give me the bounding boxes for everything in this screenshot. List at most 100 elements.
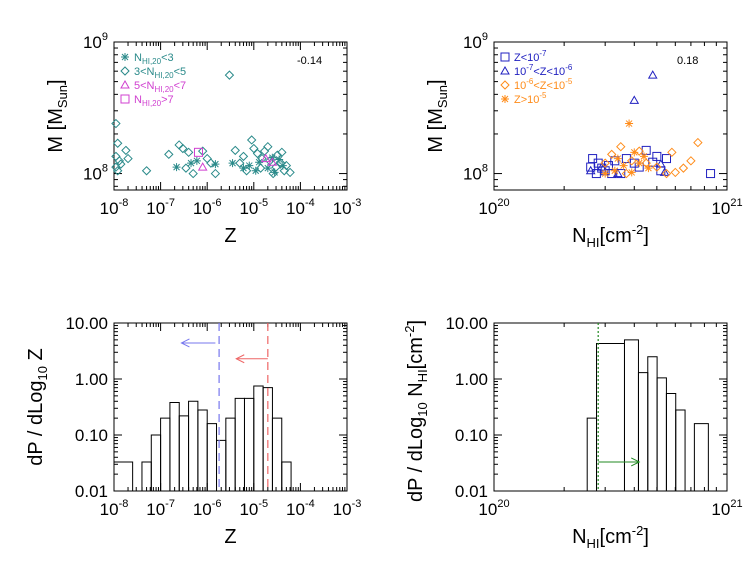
- arrow-head: [235, 354, 245, 364]
- data-point: [224, 70, 235, 80]
- data-point: [249, 143, 259, 154]
- x-tick-label: 10-4: [286, 498, 315, 519]
- data-point: [678, 163, 689, 173]
- reference-lines: [597, 323, 641, 491]
- x-tick-label: 10-6: [193, 498, 222, 519]
- y-axis-label-text: M [MSun]: [45, 79, 70, 152]
- data-point: [606, 149, 617, 160]
- plot-frame: [493, 322, 728, 492]
- legend-symbol: [120, 66, 130, 76]
- data-point: [686, 156, 696, 166]
- x-tick-label: 10-5: [239, 197, 268, 218]
- data-point: [245, 161, 254, 170]
- data-point: [246, 135, 257, 145]
- data-point: [619, 161, 628, 170]
- x-tick-label: 10-8: [100, 498, 129, 519]
- x-axis-label: NHI[cm-2]: [572, 222, 649, 250]
- data-point: [268, 168, 278, 179]
- data-point: [239, 164, 248, 173]
- legend-entry: 3<NHI,20<5: [134, 66, 186, 80]
- data-point: [187, 159, 196, 168]
- y-tick-label: 0.10: [75, 426, 108, 445]
- data-point: [652, 162, 662, 172]
- histogram-bin: [271, 417, 283, 491]
- plot-frame: [113, 41, 348, 191]
- x-axis-label: NHI[cm-2]: [572, 523, 649, 551]
- x-tick-label: 10-6: [193, 197, 222, 218]
- data-point: [241, 166, 252, 176]
- histogram-bin: [656, 377, 667, 491]
- histogram: [113, 385, 301, 492]
- legend-entry: 10-6<Z<10-5: [514, 77, 573, 92]
- x-axis-label-text: NHI[cm-2]: [572, 523, 649, 551]
- data-point: [188, 168, 198, 179]
- data-point: [112, 138, 123, 148]
- histogram: [586, 339, 723, 492]
- x-tick-label: 1020: [478, 498, 509, 519]
- histogram-bin: [586, 417, 598, 491]
- x-axis-label-text: NHI[cm-2]: [572, 222, 649, 250]
- x-tick-label: 10-7: [146, 197, 175, 218]
- histogram-bin: [596, 343, 625, 491]
- data-point: [600, 158, 610, 168]
- histogram-bin: [243, 397, 255, 491]
- data-point: [206, 158, 216, 168]
- data-point: [706, 169, 716, 179]
- data-point: [621, 168, 632, 179]
- y-axis-label: M [MSun]: [45, 79, 70, 152]
- data-point: [693, 137, 703, 148]
- data-point: [230, 145, 240, 156]
- legend-symbol: [120, 94, 130, 104]
- histogram-bin: [623, 339, 639, 491]
- y-tick-label: 1.00: [455, 370, 488, 389]
- arrow-head: [180, 338, 190, 348]
- histogram-bin: [178, 415, 190, 491]
- x-tick-label: 10-7: [146, 498, 175, 519]
- arrow-head: [630, 457, 641, 467]
- y-tick-label: 10.00: [65, 314, 108, 333]
- reference-lines: [180, 323, 269, 491]
- legend-symbol: [500, 52, 510, 62]
- data-point: [596, 162, 607, 171]
- legend-symbol: [500, 80, 510, 90]
- x-tick-label: 1021: [711, 498, 742, 519]
- data-point: [667, 147, 677, 158]
- histogram-bin: [197, 409, 208, 491]
- data-point: [612, 168, 623, 178]
- legend-symbol: [121, 53, 129, 61]
- legend-symbol: [500, 65, 510, 75]
- data-point: [639, 152, 648, 161]
- legend-entry: Z<10-7: [514, 49, 547, 64]
- data-point: [585, 165, 596, 175]
- data-point: [183, 147, 194, 158]
- data-point: [141, 166, 152, 176]
- data-point: [263, 164, 272, 173]
- x-tick-label: 10-8: [100, 197, 129, 218]
- data-point: [588, 154, 598, 164]
- histogram-bin: [647, 356, 658, 491]
- x-tick-label: 1020: [478, 197, 509, 218]
- y-axis-label-text: dP / dLog10 NHI[cm-2]: [402, 320, 430, 502]
- histogram-bin: [675, 409, 686, 491]
- x-tick-label: 1021: [711, 197, 742, 218]
- y-tick-label: 108: [83, 163, 108, 184]
- data-point: [112, 166, 123, 176]
- y-tick-label: 108: [463, 163, 488, 184]
- plot-frame: [113, 322, 348, 492]
- histogram-bin: [141, 461, 152, 491]
- histogram-bin: [253, 385, 264, 491]
- legend-entry: 10-7<Z<10-6: [514, 63, 573, 78]
- y-tick-label: 0.01: [455, 482, 488, 501]
- data-point: [641, 145, 651, 155]
- data-point: [210, 168, 221, 179]
- data-point: [277, 147, 287, 158]
- data-point: [635, 159, 644, 168]
- data-point: [610, 166, 619, 175]
- histogram-bin: [188, 400, 199, 491]
